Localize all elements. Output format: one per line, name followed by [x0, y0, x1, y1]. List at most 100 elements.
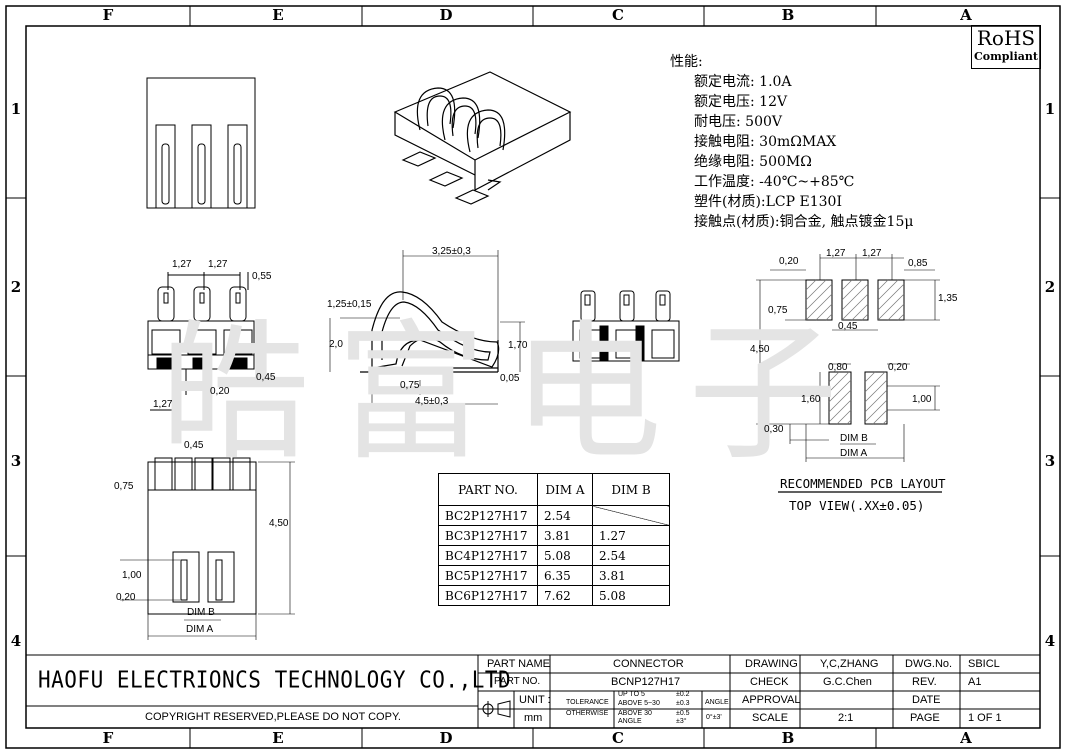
tol-above5-value: ±0.3 — [676, 700, 690, 707]
dim-label: 0,45 — [838, 321, 858, 332]
table-row: BC4P127H17 5.08 2.54 — [438, 545, 670, 566]
rev-label: REV. — [912, 676, 937, 688]
dim-label: 4,5±0,3 — [415, 396, 449, 407]
pcb-layout-title: RECOMMENDED PCB LAYOUT — [780, 476, 946, 491]
zone-col-e: E — [272, 6, 284, 24]
zone-row-1: 1 — [10, 100, 22, 118]
dim-label: 1,27 — [153, 399, 173, 410]
table-cell: 6.35 — [537, 565, 593, 586]
otherwise-label: OTHERWISE — [566, 710, 609, 717]
company-name: HAOFU ELECTRIONCS TECHNOLOGY CO.,LTD — [38, 666, 512, 694]
tol-up5-value: ±0.2 — [676, 691, 690, 698]
table-cell: 2.54 — [537, 505, 593, 526]
dwg-label: DWG.No. — [905, 658, 953, 670]
tol-angle: ANGLE — [618, 718, 642, 725]
dim-label: 0,45 — [184, 440, 204, 451]
table-cell: 7.62 — [537, 585, 593, 606]
table-header: DIM A — [537, 473, 593, 506]
dim-label: 0,05 — [500, 373, 520, 384]
table-cell: 2.54 — [592, 545, 670, 566]
watermark: 皓富电子 — [160, 307, 865, 481]
dim-label: 2,0 — [329, 339, 343, 350]
part-no-value: BCNP127H17 — [611, 676, 681, 688]
dim-label: DIM B — [840, 433, 868, 444]
tol-angle-value: ±3° — [676, 718, 687, 725]
spec-line: 接触电阻: 30mΩMAX — [694, 134, 837, 150]
dim-label: 0,45 — [256, 372, 276, 383]
dim-label: 3,25±0,3 — [432, 246, 471, 257]
zone-row-3-right: 3 — [1044, 452, 1056, 470]
part-name-label: PART NAME — [487, 658, 550, 670]
zone-row-3: 3 — [10, 452, 22, 470]
check-value: G.C.Chen — [823, 676, 872, 688]
dim-label: 1,35 — [938, 293, 958, 304]
rohs-subtitle: Compliant — [974, 50, 1038, 63]
dim-label: 0,75 — [114, 481, 134, 492]
table-cell: 3.81 — [592, 565, 670, 586]
tol-above30: ABOVE 30 — [618, 710, 652, 717]
spec-line: 额定电压: 12V — [694, 94, 788, 110]
dim-label: 0,85 — [908, 258, 928, 269]
table-cell: BC5P127H17 — [438, 565, 538, 586]
dim-label: DIM A — [186, 624, 214, 635]
dim-label: 0,20 — [210, 386, 230, 397]
table-cell: 1.27 — [592, 525, 670, 546]
dim-label: 1,25±0,15 — [327, 299, 372, 310]
zone-col-d-bottom: D — [439, 729, 453, 747]
table-row: BC6P127H17 7.62 5.08 — [438, 585, 670, 606]
zone-row-1-right: 1 — [1044, 100, 1056, 118]
copyright-notice: COPYRIGHT RESERVED,PLEASE DO NOT COPY. — [145, 711, 401, 723]
table-cell: BC6P127H17 — [438, 585, 538, 606]
table-header: PART NO. — [438, 473, 538, 506]
dim-label: 4,50 — [269, 518, 289, 529]
dim-label: 0,20 — [116, 592, 136, 603]
page-label: PAGE — [910, 712, 940, 724]
rohs-title: RoHS — [976, 26, 1036, 50]
dim-label: 1,00 — [122, 570, 142, 581]
table-cell: BC2P127H17 — [438, 505, 538, 526]
spec-line: 接触点(材质):铜合金, 触点镀金15μ — [694, 214, 914, 230]
table-cell: 5.08 — [537, 545, 593, 566]
dwg-value: SBICL — [968, 658, 1000, 670]
dim-label: 0,30 — [764, 424, 784, 435]
scale-value: 2:1 — [838, 712, 854, 724]
spec-line: 塑件(材质):LCP E130I — [694, 194, 842, 210]
angle-label: ANGLE — [705, 699, 729, 706]
table-row: BC5P127H17 6.35 3.81 — [438, 565, 670, 586]
table-row: BC3P127H17 3.81 1.27 — [438, 525, 670, 546]
tol-above5: ABOVE 5~30 — [618, 700, 660, 707]
dim-label: 1,27 — [826, 248, 846, 259]
zone-col-f: F — [102, 6, 114, 24]
drawing-label: DRAWING — [745, 658, 798, 670]
dim-label: 1,27 — [208, 259, 228, 270]
angle-value: 0°±3' — [706, 714, 722, 721]
dim-label: 1,70 — [508, 340, 528, 351]
dim-label: 0,20 — [888, 362, 908, 373]
check-label: CHECK — [750, 676, 789, 688]
part-name-value: CONNECTOR — [613, 658, 684, 670]
part-no-label: PART NO. — [494, 676, 541, 687]
spec-line: 额定电流: 1.0A — [694, 74, 792, 90]
dim-label: DIM A — [840, 448, 868, 459]
dim-label: 0,20 — [779, 256, 799, 267]
zone-col-e-bottom: E — [272, 729, 284, 747]
table-cell: 5.08 — [592, 585, 670, 606]
table-row: BC2P127H17 2.54 — [438, 505, 670, 526]
table-cell: BC3P127H17 — [438, 525, 538, 546]
tol-above30-value: ±0.5 — [676, 710, 690, 717]
unit-value: mm — [524, 712, 543, 724]
page-value: 1 OF 1 — [968, 712, 1002, 724]
zone-col-b: B — [781, 6, 795, 24]
zone-col-c-bottom: C — [612, 729, 624, 747]
table-header-row: PART NO. DIM A DIM B — [438, 473, 670, 506]
zone-col-a: A — [960, 6, 972, 24]
zone-row-4: 4 — [10, 632, 22, 650]
dim-label: 0,80 — [828, 362, 848, 373]
dim-label: 0,55 — [252, 271, 272, 282]
zone-col-f-bottom: F — [102, 729, 114, 747]
date-label: DATE — [912, 694, 941, 706]
part-table: PART NO. DIM A DIM B BC2P127H17 2.54 BC3… — [438, 473, 670, 606]
table-header: DIM B — [592, 473, 670, 506]
zone-row-2-right: 2 — [1044, 278, 1056, 296]
